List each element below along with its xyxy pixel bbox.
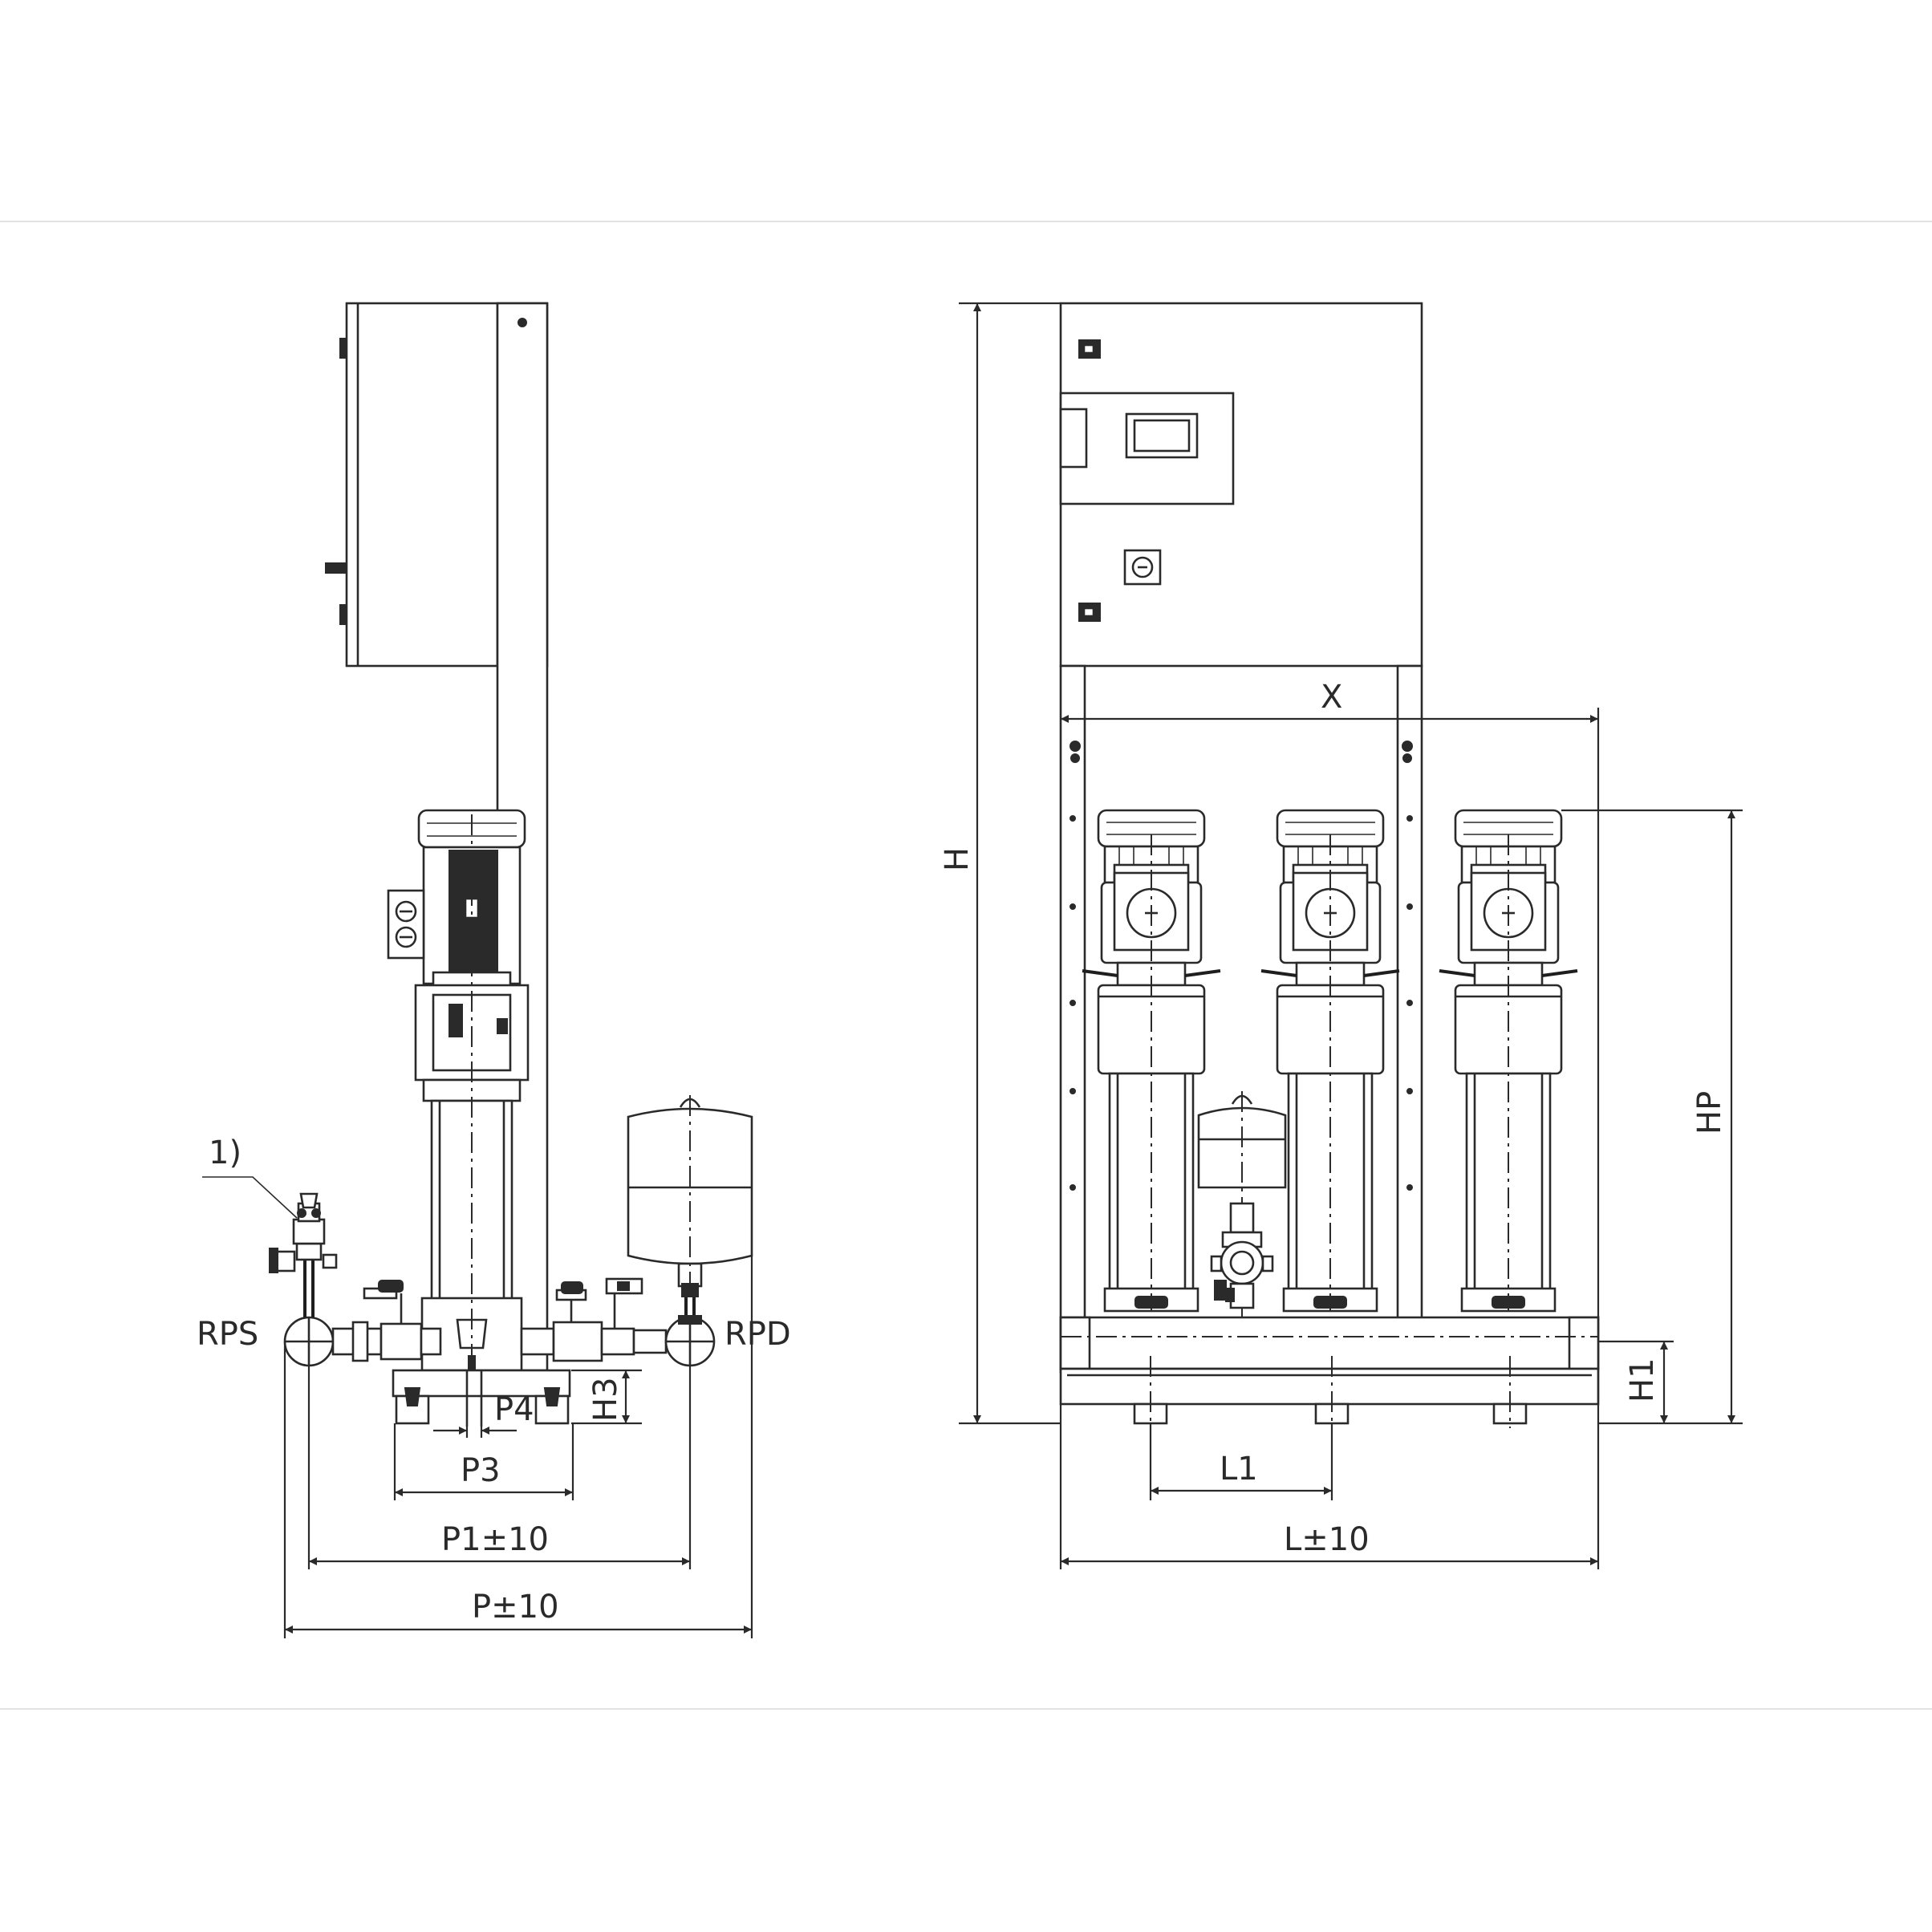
pump-side bbox=[387, 809, 530, 1380]
dim-l1: L1 bbox=[1149, 1423, 1333, 1500]
note-1-label: 1) bbox=[209, 1134, 242, 1171]
dim-p3: P3 bbox=[393, 1423, 574, 1500]
dim-x: X bbox=[1061, 679, 1600, 1317]
label-h3: H3 bbox=[587, 1377, 624, 1422]
base-frame-front bbox=[1059, 1316, 1600, 1428]
label-p3: P3 bbox=[461, 1452, 501, 1489]
label-h: H bbox=[939, 847, 976, 871]
dim-h3: H3 bbox=[571, 1369, 642, 1425]
suction-manifold-rps bbox=[269, 1192, 442, 1367]
note-1-leader bbox=[202, 1176, 298, 1219]
dim-l: L±10 bbox=[1059, 1369, 1600, 1569]
pump-3-front bbox=[1438, 809, 1579, 1313]
dim-h: H bbox=[939, 302, 1061, 1425]
pump-2-front bbox=[1260, 809, 1401, 1313]
label-h1: H1 bbox=[1624, 1358, 1661, 1402]
front-view: H X HP H1 L1 bbox=[939, 302, 1743, 1569]
label-rpd: RPD bbox=[724, 1316, 791, 1353]
dim-hp: HP bbox=[1561, 809, 1743, 1425]
dim-p: P±10 bbox=[283, 1256, 753, 1638]
dim-p1: P1±10 bbox=[307, 1366, 692, 1569]
label-p4: P4 bbox=[494, 1391, 534, 1428]
base-feet-side bbox=[392, 1369, 571, 1427]
label-l: L±10 bbox=[1284, 1521, 1370, 1558]
dim-h1: H1 bbox=[1598, 1340, 1674, 1423]
label-p1: P1±10 bbox=[441, 1521, 549, 1558]
frame-posts-front bbox=[1059, 664, 1423, 1374]
discharge-manifold-rpd bbox=[520, 1277, 716, 1367]
expansion-tank-side bbox=[627, 1095, 753, 1288]
label-x: X bbox=[1321, 679, 1342, 716]
label-hp: HP bbox=[1691, 1091, 1728, 1134]
pump-1-front bbox=[1081, 809, 1222, 1313]
label-p: P±10 bbox=[472, 1589, 559, 1626]
control-cabinet-front bbox=[1059, 302, 1423, 668]
side-view: 1) RPS RPD P4 H3 P3 bbox=[197, 302, 791, 1638]
label-rps: RPS bbox=[197, 1316, 258, 1353]
label-l1: L1 bbox=[1220, 1451, 1258, 1488]
expansion-tank-front bbox=[1197, 1091, 1287, 1332]
dim-p4: P4 bbox=[433, 1391, 534, 1438]
